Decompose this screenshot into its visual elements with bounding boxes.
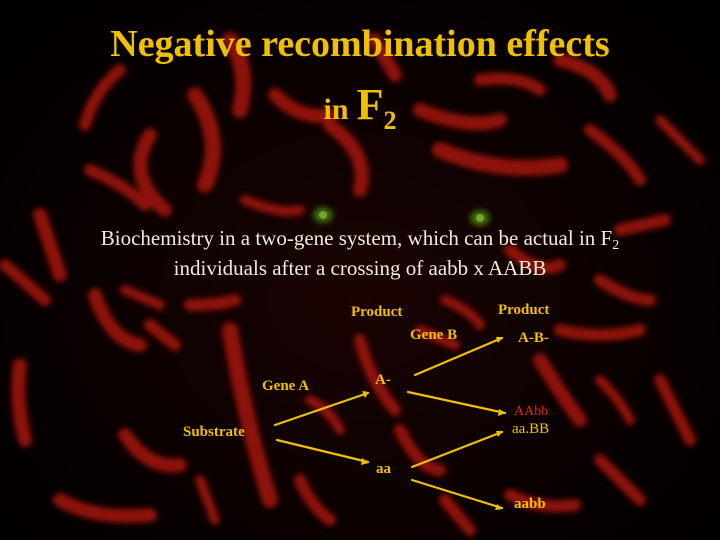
title-subscript: 2 — [383, 106, 397, 135]
genotype-aa-label: aa — [376, 461, 391, 477]
arrow-a-to-ab — [406, 390, 507, 415]
product-label-1: Product — [351, 304, 403, 320]
genotype-aabb-mixed-label: aa.BB — [512, 421, 550, 437]
arrow-substrate-to-aa — [275, 438, 370, 464]
title-in: in — [323, 93, 349, 126]
genotype-aabb-lower-label: aabb — [514, 496, 546, 512]
genotype-a-dash-label: A- — [375, 372, 391, 388]
gene-a-label: Gene A — [262, 378, 310, 394]
subtitle-subscript: 2 — [612, 238, 620, 253]
arrow-aa-to-aabb-lower — [410, 478, 504, 510]
title-f: F — [356, 80, 384, 129]
subtitle-line1: Biochemistry in a two-gene system, which… — [100, 226, 613, 250]
slide-subtitle: Biochemistry in a two-gene system, which… — [40, 225, 680, 282]
arrow-aa-to-aabb-upper — [410, 430, 504, 469]
arrow-substrate-to-a — [273, 391, 370, 427]
product-label-2: Product — [498, 302, 550, 318]
gene-b-label: Gene B — [410, 327, 458, 343]
arrow-a-to-product — [413, 336, 504, 377]
subtitle-line2: individuals after a crossing of aabb x A… — [173, 256, 547, 280]
genotype-aabb-upper-label: AAbb — [514, 404, 549, 419]
slide-title: Negative recombination effects — [110, 23, 610, 65]
genotype-a-b-label: A-B- — [518, 330, 549, 346]
substrate-label: Substrate — [183, 424, 245, 440]
